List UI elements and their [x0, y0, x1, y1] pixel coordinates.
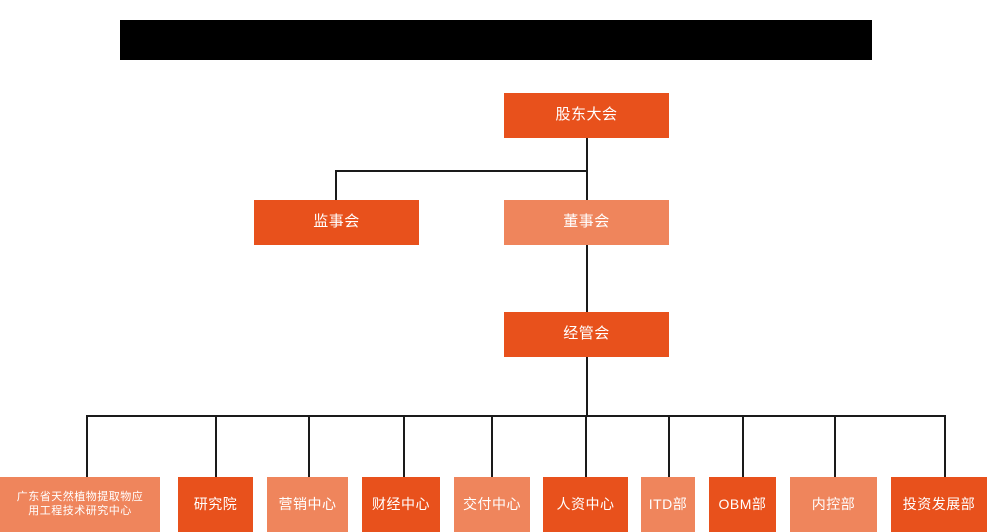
org-node-l4-10[interactable]: 投资发展部 — [891, 477, 987, 532]
connector-bus-drop-4 — [403, 415, 405, 477]
connector-bus-drop-5 — [491, 415, 493, 477]
org-node-l4-8[interactable]: OBM部 — [709, 477, 776, 532]
org-node-l4-7[interactable]: ITD部 — [641, 477, 695, 532]
connector-bus-drop-8 — [742, 415, 744, 477]
org-node-l4-4[interactable]: 财经中心 — [362, 477, 440, 532]
connector-bus-drop-3 — [308, 415, 310, 477]
org-node-l1-1[interactable]: 股东大会 — [504, 93, 669, 138]
org-node-l4-5[interactable]: 交付中心 — [454, 477, 530, 532]
connector-mgmt-to-bus — [586, 357, 588, 415]
org-node-l3-1[interactable]: 经管会 — [504, 312, 669, 357]
org-node-l2-1[interactable]: 监事会 — [254, 200, 419, 245]
connector-bus-drop-10 — [944, 415, 946, 477]
connector-bus-drop-7 — [668, 415, 670, 477]
connector-bus-drop-9 — [834, 415, 836, 477]
org-node-l4-6[interactable]: 人资中心 — [543, 477, 628, 532]
connector-shareholders-to-split — [586, 138, 588, 170]
connector-bus-drop-6 — [585, 415, 587, 477]
connector-directors-to-mgmt — [586, 245, 588, 312]
org-node-l2-2[interactable]: 董事会 — [504, 200, 669, 245]
org-node-l4-2[interactable]: 研究院 — [178, 477, 253, 532]
org-node-l4-9[interactable]: 内控部 — [790, 477, 877, 532]
redacted-title-banner — [120, 20, 872, 60]
connector-split-to-supervisors — [335, 170, 337, 200]
org-node-l4-1[interactable]: 广东省天然植物提取物应 用工程技术研究中心 — [0, 477, 160, 532]
connector-bus-drop-1 — [86, 415, 88, 477]
connector-level2-split-bar — [335, 170, 588, 172]
org-node-l4-3[interactable]: 营销中心 — [267, 477, 348, 532]
connector-department-bus — [86, 415, 946, 417]
connector-split-to-directors — [586, 170, 588, 200]
connector-bus-drop-2 — [215, 415, 217, 477]
